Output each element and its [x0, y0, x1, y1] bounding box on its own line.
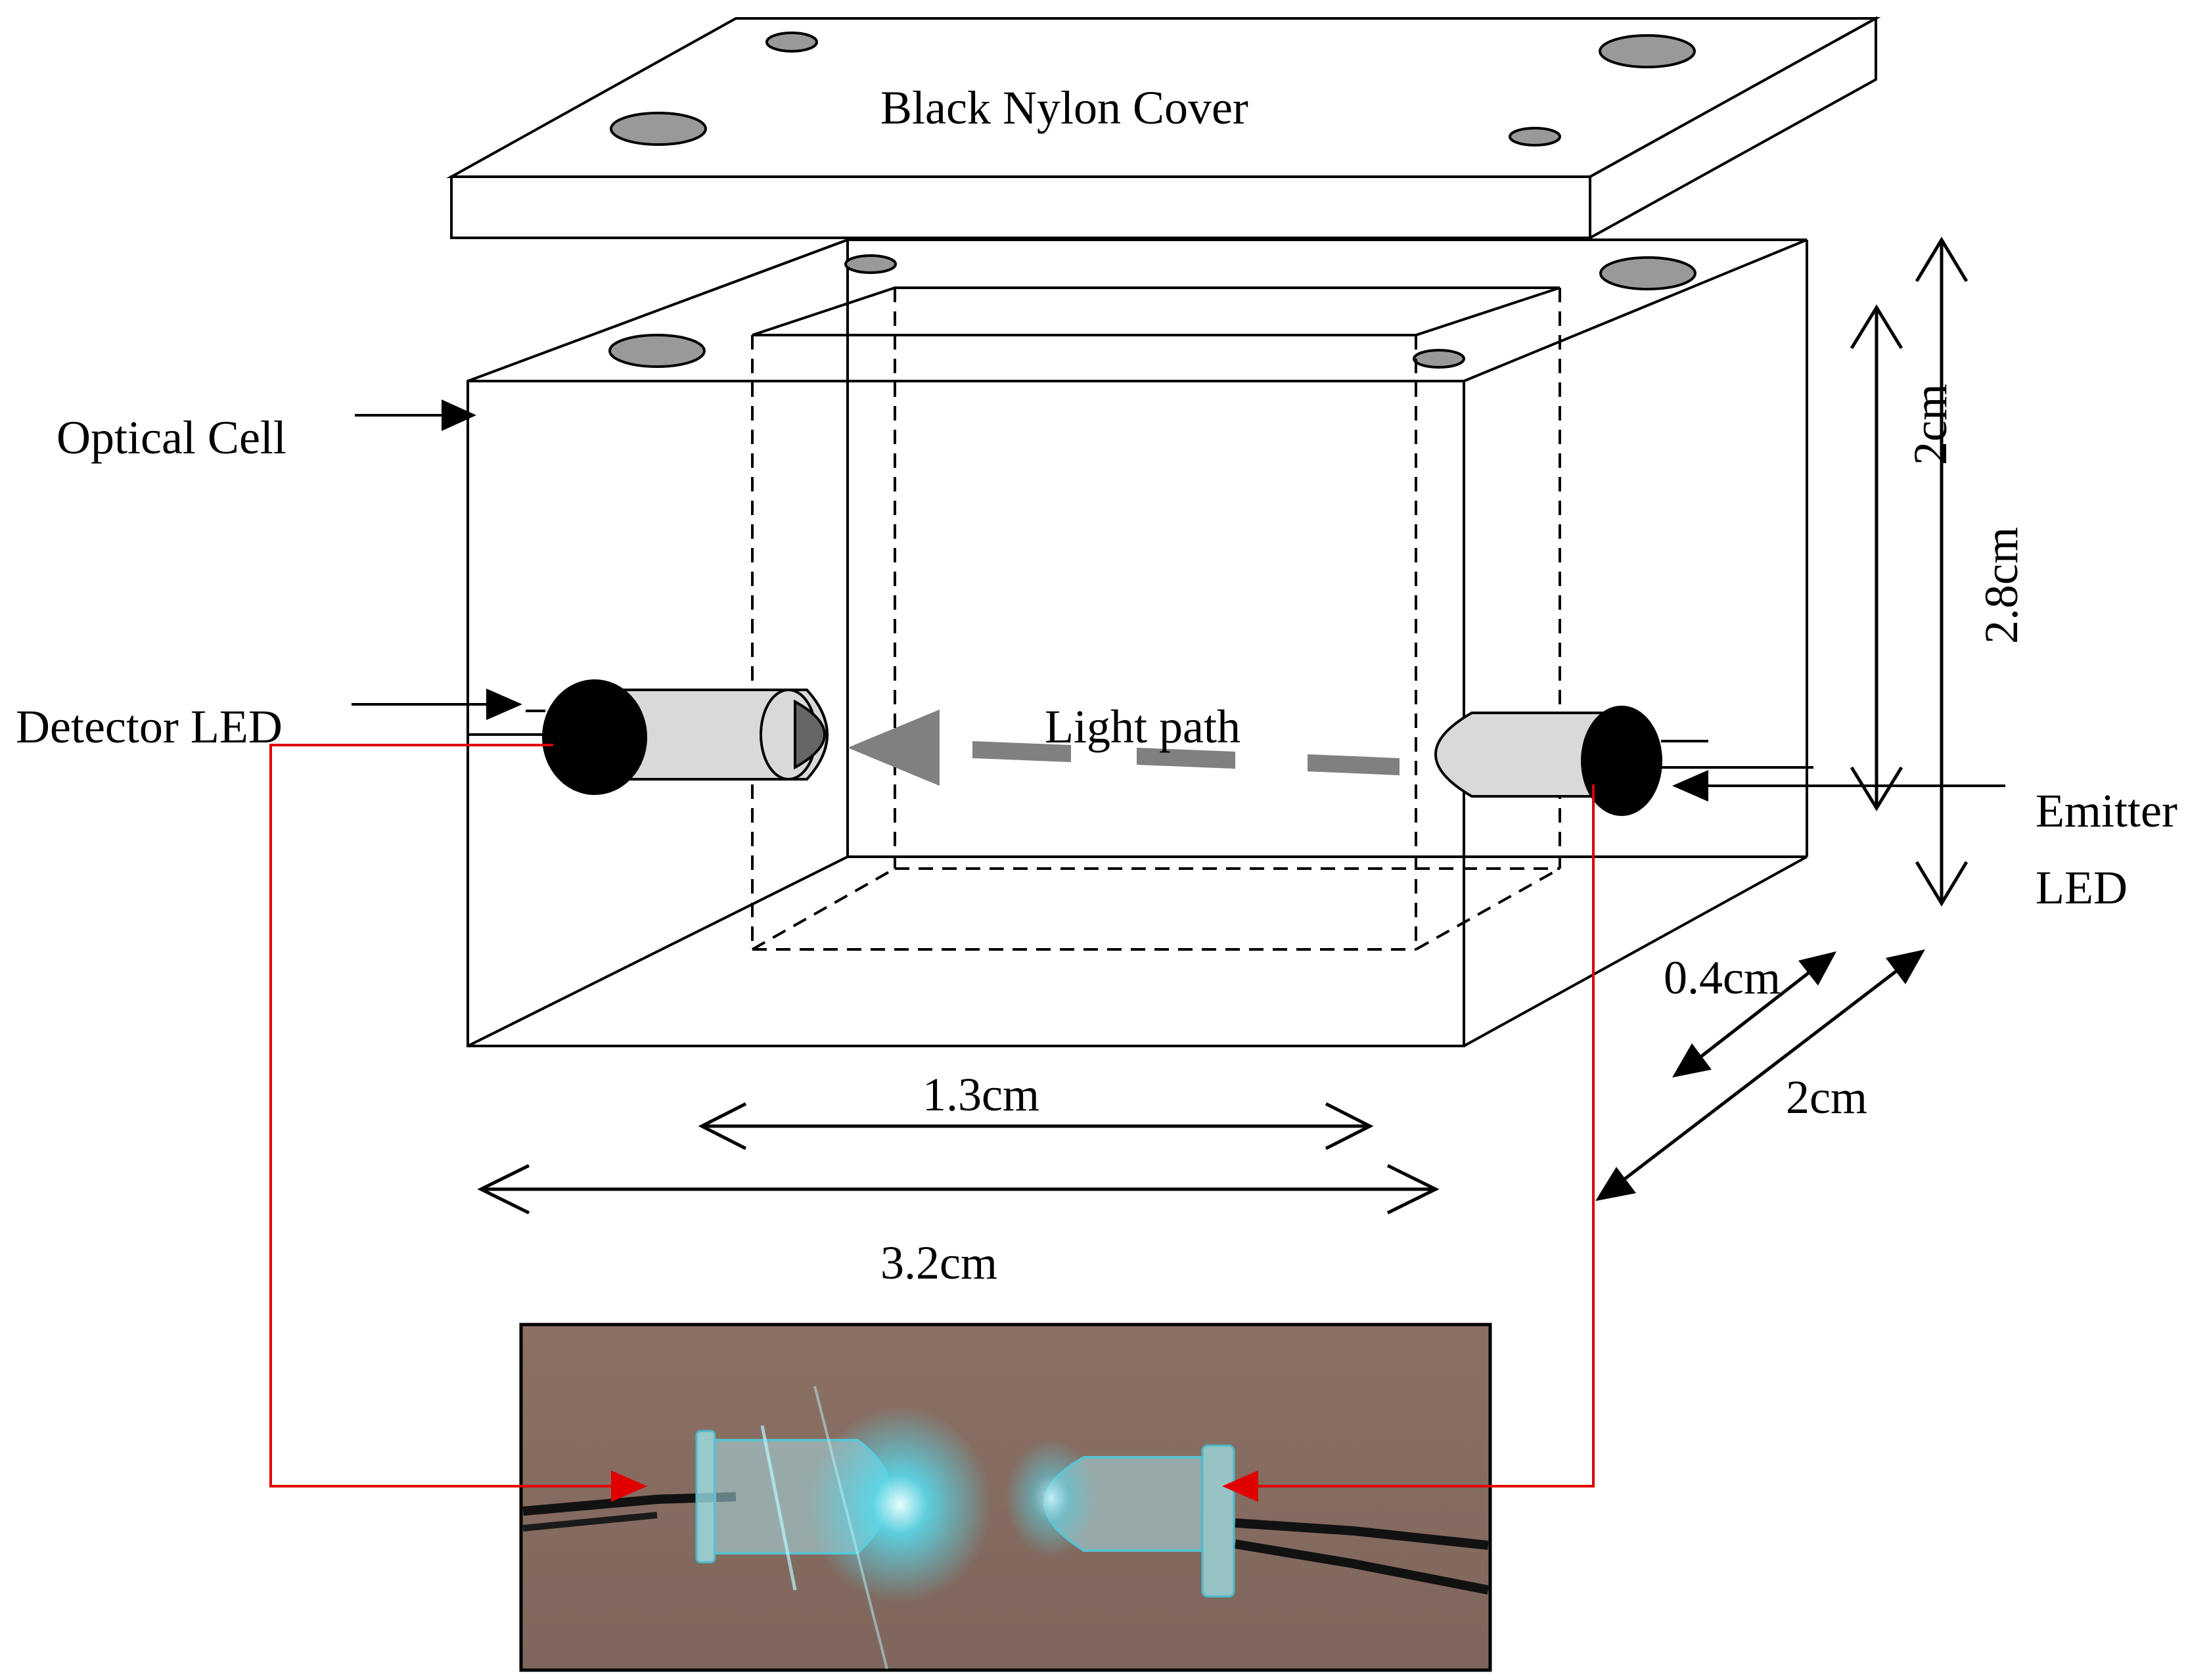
emitter-led-tube: [1434, 712, 1624, 798]
inner-bottom-left-edge: [752, 867, 896, 951]
detector-led-pointer: [352, 689, 522, 720]
photo-detector-wire: [522, 1512, 658, 1532]
outer-width-dimension: [477, 1164, 1440, 1215]
wall-thickness-dimension: [1672, 951, 1836, 1078]
cell-hole: [1413, 349, 1465, 369]
inner-bottom-right-edge: [1415, 867, 1560, 951]
outer-height-label: 2.8cm: [1975, 527, 2028, 644]
detector-led-cap: [542, 679, 647, 795]
inner-height-label: 2cm: [1904, 384, 1957, 465]
emitter-connector: [1222, 784, 1595, 1502]
light-path-label: Light path: [1045, 700, 1241, 753]
cover-hole: [765, 32, 818, 53]
cover-hole: [1599, 34, 1696, 68]
cover-side-face: [1589, 16, 1877, 240]
cell-front-face: [467, 380, 1465, 1047]
light-path-arrowhead: [848, 710, 940, 786]
inner-chamber: [751, 288, 1561, 951]
light-path-arrow: [848, 710, 1400, 786]
photo-detector-led: [695, 1386, 992, 1669]
cell-hole: [1599, 256, 1697, 290]
cover-hole: [610, 112, 707, 146]
cover-hole: [1509, 127, 1561, 147]
inner-width-label: 1.3cm: [922, 1068, 1039, 1121]
emitter-led-label-line1: Emitter: [2036, 784, 2177, 837]
emitter-led-label-line2: LED: [2036, 861, 2128, 914]
light-path-dash: [1308, 754, 1400, 775]
photo-emitter-wire: [1234, 1539, 1490, 1595]
black-nylon-cover: [446, 16, 1881, 240]
cell-bottom-right-edge: [1463, 855, 1808, 1047]
cell-hole: [608, 334, 706, 368]
photo-emitter-wire: [1235, 1518, 1489, 1550]
optical-cell-pointer: [355, 399, 476, 431]
emitter-led: [1434, 706, 1813, 816]
cell-holes: [608, 254, 1697, 369]
wall-thickness-label: 0.4cm: [1664, 951, 1781, 1004]
detector-led-label: Detector LED: [16, 700, 283, 753]
light-path-dash: [972, 741, 1071, 762]
inner-width-dimension: [698, 1102, 1374, 1150]
optical-cell-box: [467, 238, 1808, 1047]
outer-height-dimension: [1915, 237, 1969, 907]
detector-led-tip: [794, 699, 826, 770]
optical-cell-label: Optical Cell: [57, 411, 286, 464]
led-photo-inset: [519, 1323, 1492, 1672]
photo-detector-glow: [808, 1406, 992, 1603]
cover-front-face: [450, 175, 1591, 239]
depth-dimension: [1595, 949, 1925, 1201]
detector-led-tube: [593, 689, 829, 781]
depth-label: 2cm: [1786, 1071, 1867, 1124]
detector-connector: [269, 744, 647, 1502]
inner-height-dimension: [1850, 304, 1903, 811]
photo-emitter-led: [1005, 1439, 1235, 1598]
photo-emitter-glow: [1005, 1439, 1097, 1557]
emitter-led-cap: [1581, 706, 1662, 816]
cover-label: Black Nylon Cover: [880, 81, 1248, 134]
emitter-led-pointer: [1672, 770, 2005, 802]
outer-width-label: 3.2cm: [880, 1237, 997, 1289]
cell-inner-opening: [752, 286, 1560, 336]
cell-hole: [844, 254, 897, 274]
cell-bottom-left-edge: [467, 855, 848, 1047]
light-path-dash: [1137, 748, 1235, 769]
detector-led: [467, 679, 829, 795]
